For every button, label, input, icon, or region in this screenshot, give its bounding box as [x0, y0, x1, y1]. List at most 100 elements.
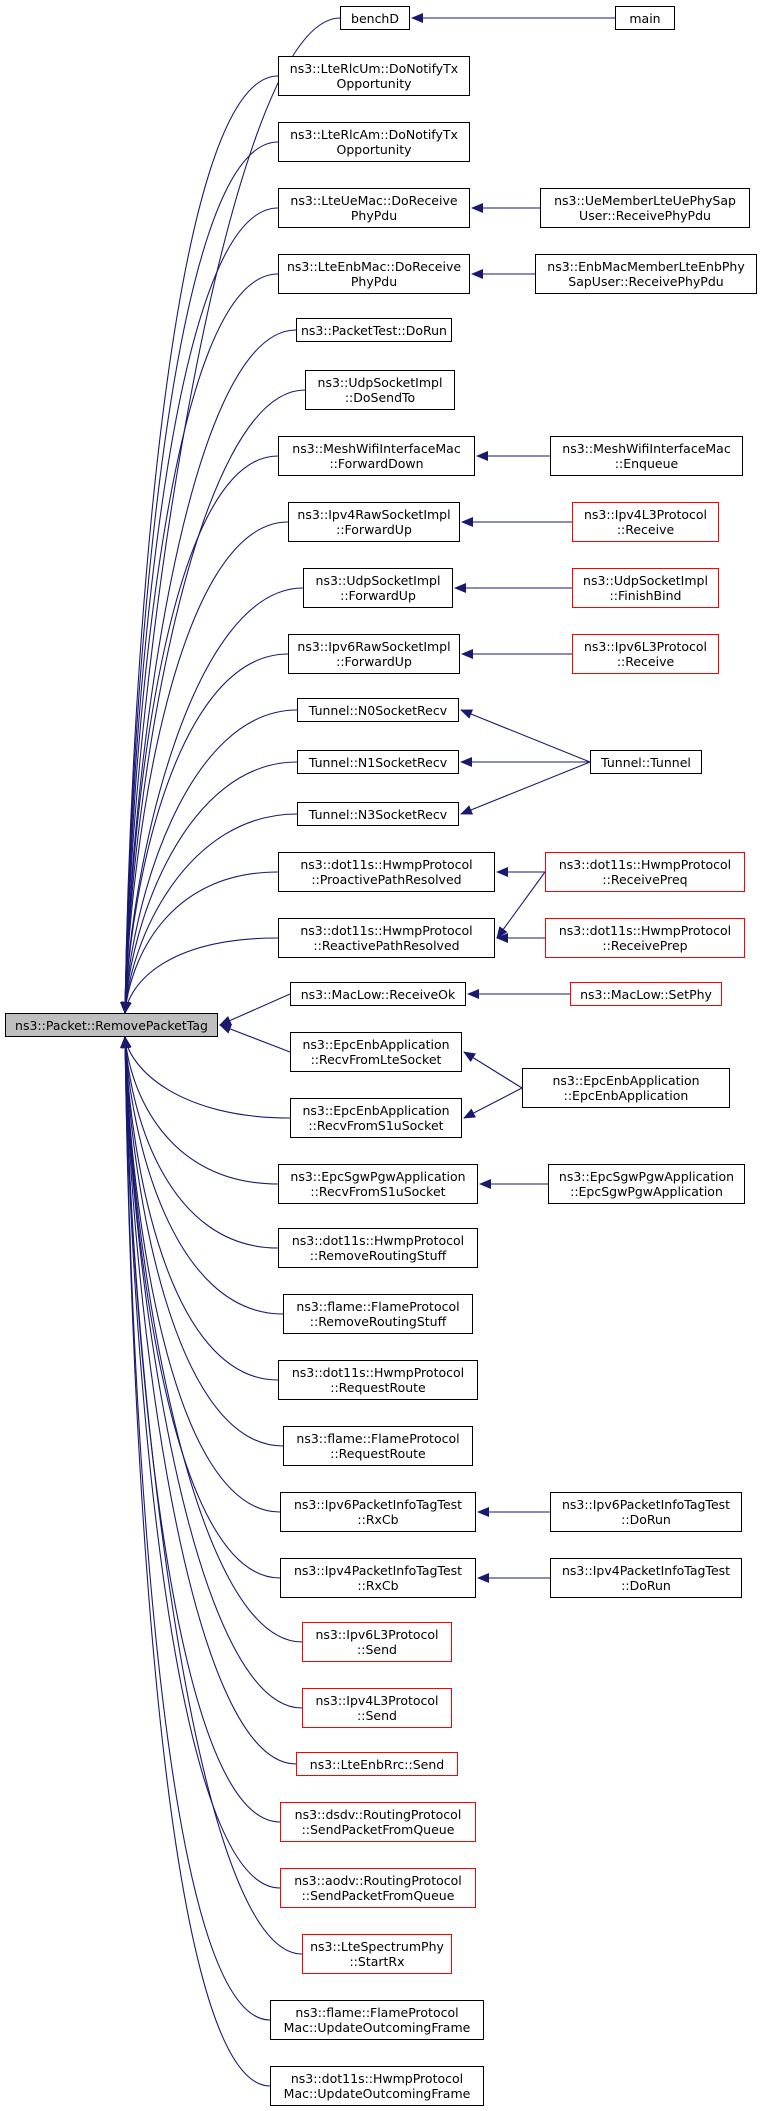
node-reactive[interactable]: ns3::dot11s::HwmpProtocol::ReactivePathR… [278, 918, 495, 958]
node-label-line: ::Receive [616, 522, 675, 537]
node-label-line: ::ProactivePathResolved [311, 872, 462, 887]
node-dsdv[interactable]: ns3::dsdv::RoutingProtocol::SendPacketFr… [280, 1802, 476, 1842]
node-label-line: ::FinishBind [609, 588, 682, 603]
node-ipv6send[interactable]: ns3::Ipv6L3Protocol::Send [302, 1622, 452, 1662]
node-label-line: ::DoRun [621, 1512, 671, 1527]
node-udpfwd[interactable]: ns3::UdpSocketImpl::ForwardUp [303, 568, 453, 608]
node-proactive[interactable]: ns3::dot11s::HwmpProtocol::ProactivePath… [278, 852, 495, 892]
node-n1[interactable]: Tunnel::N1SocketRecv [297, 750, 459, 774]
node-prep[interactable]: ns3::dot11s::HwmpProtocol::ReceivePrep [545, 918, 745, 958]
node-label-line: ::RemoveRoutingStuff [309, 1314, 447, 1329]
node-label-line: Tunnel::N0SocketRecv [308, 702, 448, 718]
node-label-line: ns3::UeMemberLteUePhySap [554, 193, 736, 208]
node-label-line: ns3::Ipv6L3Protocol [315, 1627, 439, 1642]
node-ipv4raw[interactable]: ns3::Ipv4RawSocketImpl::ForwardUp [288, 502, 460, 542]
node-main[interactable]: main [615, 6, 675, 30]
node-label-line: PhyPdu [350, 274, 398, 289]
node-epcrecvs1u[interactable]: ns3::EpcEnbApplication::RecvFromS1uSocke… [290, 1098, 462, 1138]
node-finishbind[interactable]: ns3::UdpSocketImpl::FinishBind [572, 568, 719, 608]
node-label-line: ::ForwardUp [340, 588, 416, 603]
edge-to-root [120, 709, 298, 1014]
node-label-line: ::RxCb [357, 1578, 399, 1593]
node-flamereq[interactable]: ns3::flame::FlameProtocol::RequestRoute [283, 1426, 473, 1466]
node-label-line: Mac::UpdateOutcomingFrame [283, 2020, 471, 2035]
node-epcrecvlte[interactable]: ns3::EpcEnbApplication::RecvFromLteSocke… [290, 1032, 462, 1072]
node-label-line: main [629, 10, 661, 26]
edge-to-root [120, 455, 279, 1014]
node-label-line: ns3::UdpSocketImpl [315, 573, 441, 588]
node-udpsendto[interactable]: ns3::UdpSocketImpl::DoSendTo [305, 370, 455, 410]
node-label-line: ns3::Ipv4L3Protocol [583, 507, 708, 522]
edge-to-root [120, 389, 306, 1014]
node-n0[interactable]: Tunnel::N0SocketRecv [297, 698, 459, 722]
edge-to-root [121, 937, 279, 1014]
node-label-line: Mac::UpdateOutcomingFrame [283, 2086, 471, 2101]
edge-to-root [121, 1036, 279, 1185]
node-rrcsend[interactable]: ns3::LteEnbRrc::Send [296, 1752, 458, 1776]
node-label-line: ::RecvFromS1uSocket [308, 1118, 444, 1133]
edge-tunnel-to-n0 [460, 709, 591, 763]
node-maclowrecv[interactable]: ns3::MacLow::ReceiveOk [290, 982, 466, 1006]
node-label-line: ::DoRun [621, 1578, 671, 1593]
edge-to-root [120, 653, 289, 1014]
node-label-line: ::Receive [616, 654, 675, 669]
node-label-line: Tunnel::Tunnel [601, 754, 691, 770]
node-ipv6raw[interactable]: ns3::Ipv6RawSocketImpl::ForwardUp [288, 634, 460, 674]
edge-to-root [121, 871, 279, 1014]
node-ipv6rxcb[interactable]: ns3::Ipv6PacketInfoTagTest::RxCb [280, 1492, 476, 1532]
edge-to-root [120, 813, 298, 1014]
node-label-line: ns3::MacLow::ReceiveOk [300, 986, 456, 1002]
node-meshfwd[interactable]: ns3::MeshWifiInterfaceMac::ForwardDown [278, 436, 475, 476]
node-label-line: ns3::dot11s::HwmpProtocol [291, 1233, 465, 1248]
node-label-line: ::Send [357, 1708, 397, 1723]
edge-to-root [120, 207, 279, 1014]
node-tunnel[interactable]: Tunnel::Tunnel [590, 750, 702, 774]
node-label-line: ns3::aodv::RoutingProtocol [294, 1873, 462, 1888]
node-ipv6recv[interactable]: ns3::Ipv6L3Protocol::Receive [572, 634, 719, 674]
node-ipv4send[interactable]: ns3::Ipv4L3Protocol::Send [302, 1688, 452, 1728]
node-enqueue[interactable]: ns3::MeshWifiInterfaceMac::Enqueue [550, 436, 743, 476]
node-ipv4rxcb[interactable]: ns3::Ipv4PacketInfoTagTest::RxCb [280, 1558, 476, 1598]
node-setphy[interactable]: ns3::MacLow::SetPhy [570, 982, 722, 1006]
edge-epcenbapp-to-epcrecvlte [463, 1051, 523, 1089]
node-epcenbapp[interactable]: ns3::EpcEnbApplication::EpcEnbApplicatio… [522, 1068, 730, 1108]
node-n3[interactable]: Tunnel::N3SocketRecv [297, 802, 459, 826]
node-ipv6dorun[interactable]: ns3::Ipv6PacketInfoTagTest::DoRun [550, 1492, 742, 1532]
node-ipv4dorun[interactable]: ns3::Ipv4PacketInfoTagTest::DoRun [550, 1558, 742, 1598]
node-label-line: ::ForwardUp [336, 654, 412, 669]
node-label-line: ns3::dot11s::HwmpProtocol [291, 1365, 465, 1380]
node-flameremove[interactable]: ns3::flame::FlameProtocol::RemoveRouting… [283, 1294, 473, 1334]
node-label-line: ns3::Ipv4RawSocketImpl [297, 507, 451, 522]
node-ipv4recv[interactable]: ns3::Ipv4L3Protocol::Receive [572, 502, 719, 542]
node-label-line: ns3::Ipv6RawSocketImpl [297, 639, 451, 654]
node-sgwrecv[interactable]: ns3::EpcSgwPgwApplication::RecvFromS1uSo… [278, 1164, 478, 1204]
node-hwmpreq[interactable]: ns3::dot11s::HwmpProtocol::RequestRoute [278, 1360, 478, 1400]
edge-to-root [120, 1036, 297, 1765]
node-benchD[interactable]: benchD [340, 6, 410, 30]
node-label-line: ns3::MeshWifiInterfaceMac [292, 441, 461, 456]
node-sgwapp[interactable]: ns3::EpcSgwPgwApplication::EpcSgwPgwAppl… [548, 1164, 745, 1204]
node-label-line: ns3::EpcEnbApplication [302, 1103, 450, 1118]
edge-preq-to-reactive [496, 871, 546, 939]
node-label-line: ns3::dot11s::HwmpProtocol [290, 2071, 464, 2086]
node-label-line: ns3::EpcEnbApplication [302, 1037, 450, 1052]
node-preq[interactable]: ns3::dot11s::HwmpProtocol::ReceivePreq [545, 852, 745, 892]
node-root: ns3::Packet::RemovePacketTag [5, 1013, 218, 1037]
node-label-line: ::RequestRoute [330, 1380, 426, 1395]
node-label-line: ns3::EpcSgwPgwApplication [558, 1169, 735, 1184]
edge-to-root [219, 1024, 291, 1053]
node-aodv[interactable]: ns3::aodv::RoutingProtocol::SendPacketFr… [280, 1868, 476, 1908]
node-spectrum[interactable]: ns3::LteSpectrumPhy::StartRx [302, 1934, 452, 1974]
node-label-line: ::RxCb [357, 1512, 399, 1527]
node-label-line: ns3::Ipv4PacketInfoTagTest [293, 1563, 463, 1578]
node-packettest[interactable]: ns3::PacketTest::DoRun [296, 318, 452, 342]
node-hwmpremove[interactable]: ns3::dot11s::HwmpProtocol::RemoveRouting… [278, 1228, 478, 1268]
